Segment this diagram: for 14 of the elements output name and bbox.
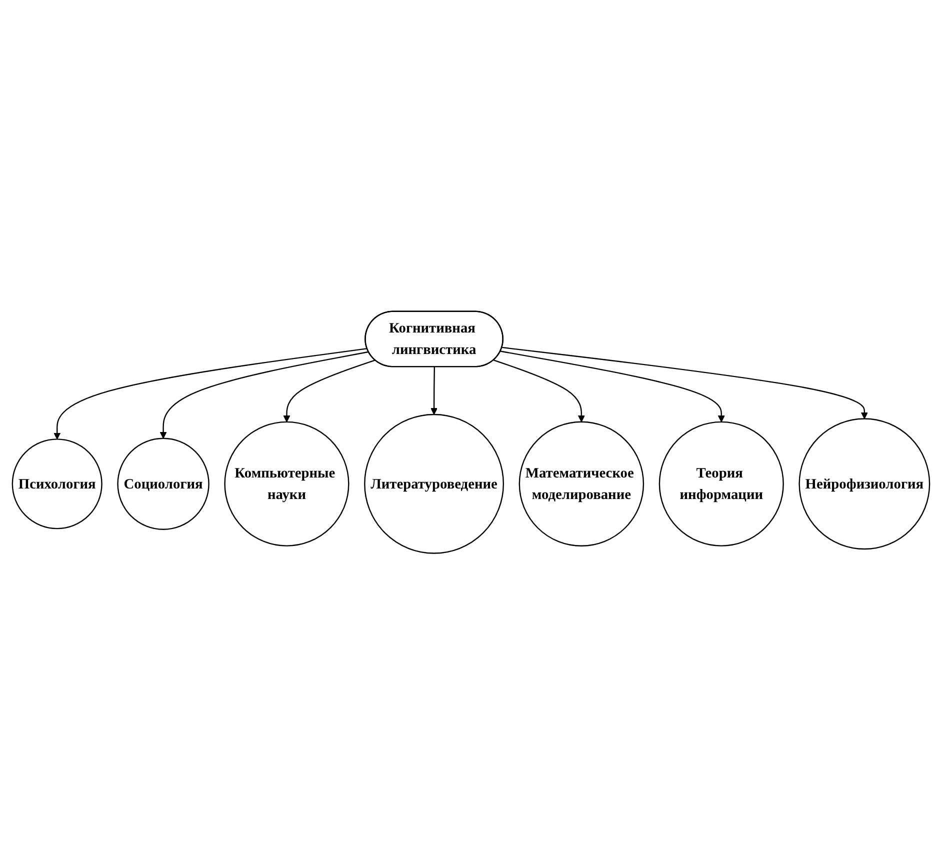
node-circle: Нейрофизиология — [798, 418, 930, 550]
node-circle: Психология — [12, 438, 102, 529]
arrow — [500, 350, 725, 422]
arrow — [283, 359, 376, 422]
node-circle: Компьютерные науки — [224, 421, 350, 546]
arrow — [160, 350, 369, 438]
node-circle: Литературоведение — [364, 414, 504, 554]
arrow — [494, 359, 585, 422]
arrow — [54, 348, 368, 440]
node-circle: Математическое моделирование — [518, 420, 644, 546]
node-circle: Теория информации — [658, 421, 784, 546]
node-circle: Социология — [117, 437, 210, 530]
arrow — [502, 346, 868, 419]
arrow — [430, 366, 438, 414]
